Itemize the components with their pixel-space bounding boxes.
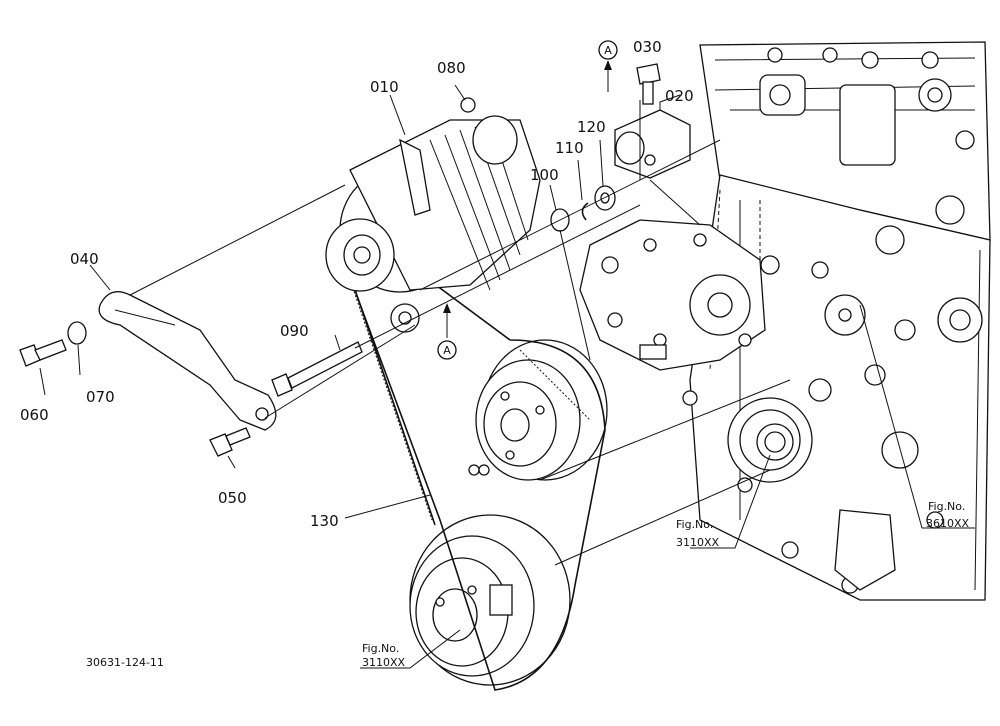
arrow-a-bottom: A [437, 303, 457, 360]
callout-110: 110 [555, 139, 584, 157]
crankshaft-pulley [409, 514, 571, 686]
callout-070: 070 [86, 388, 115, 406]
callout-060: 060 [20, 406, 49, 424]
callouts: 010 020 030 040 050 060 070 080 090 100 … [20, 38, 694, 530]
figure-references: Fig.No. 3110XX Fig.No. 3110XX Fig.No. 36… [362, 500, 970, 669]
bolt-060 [19, 339, 67, 367]
figref-pulley-line2: 3110XX [362, 656, 406, 669]
bolt-090 [271, 341, 363, 397]
water-pump [579, 219, 766, 371]
engine-block [682, 41, 991, 601]
washer-070 [67, 321, 87, 345]
callout-010: 010 [370, 78, 399, 96]
callout-100: 100 [530, 166, 559, 184]
drawing-number: 30631-124-11 [86, 656, 164, 669]
bolt-030 [636, 63, 661, 105]
callout-130: 130 [310, 512, 339, 530]
assembly-lines [129, 100, 791, 566]
alternator [325, 97, 541, 333]
callout-020: 020 [665, 87, 694, 105]
figref-pulley-line1: Fig.No. [362, 642, 399, 655]
callout-080: 080 [437, 59, 466, 77]
adjusting-plate [98, 291, 277, 431]
arrow-a-top-label: A [604, 44, 612, 57]
fan-pulley [475, 339, 608, 481]
figref-block-line1: Fig.No. [928, 500, 965, 513]
figref-block-line2: 3610XX [926, 517, 970, 530]
figref-crank-line1: Fig.No. [676, 518, 713, 531]
bolt-050 [209, 427, 251, 457]
callout-120: 120 [577, 118, 606, 136]
figref-crank-line2: 3110XX [676, 536, 720, 549]
pulley-bolt [468, 464, 480, 476]
leader-lines [39, 84, 975, 669]
arrow-a-top: A [598, 40, 618, 92]
callout-040: 040 [70, 250, 99, 268]
callout-090: 090 [280, 322, 309, 340]
callout-050: 050 [218, 489, 247, 507]
arrow-a-bottom-label: A [443, 344, 451, 357]
spring-washer-110 [581, 202, 589, 221]
callout-030: 030 [633, 38, 662, 56]
bracket-020 [614, 109, 691, 179]
crank-gear [727, 397, 813, 483]
